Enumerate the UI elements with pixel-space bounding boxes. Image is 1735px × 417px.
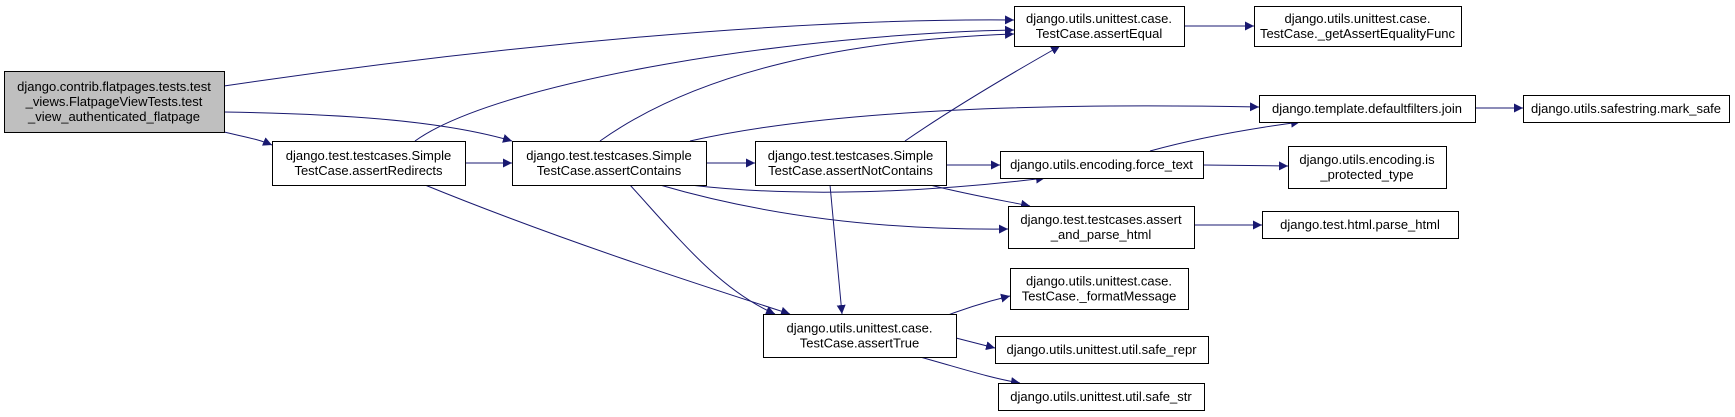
node-box <box>1254 6 1462 47</box>
node-label-line: TestCase.assertTrue <box>800 336 919 351</box>
node-label-line: django.utils.unittest.util.safe_repr <box>1006 342 1197 357</box>
node-parse_html[interactable]: django.test.html.parse_html <box>1262 211 1459 239</box>
node-join[interactable]: django.template.defaultfilters.join <box>1259 95 1476 123</box>
edge-assertContains-to-assertEqual <box>599 29 1015 142</box>
node-assertContains[interactable]: django.test.testcases.SimpleTestCase.ass… <box>512 141 707 186</box>
edge-assertTrue-to-safe_repr <box>955 337 996 351</box>
node-box <box>1000 151 1204 179</box>
edge-assertRedirects-to-assertEqual <box>414 25 1015 142</box>
node-label-line: django.test.testcases.Simple <box>768 148 933 163</box>
edge-assertNotContains-to-assertTrue <box>829 184 846 315</box>
node-label-line: TestCase._formatMessage <box>1022 289 1177 304</box>
edge-force_text-to-join <box>1149 118 1301 152</box>
node-label-line: django.utils.unittest.case. <box>1026 11 1172 26</box>
edge-assertNotContains-to-assert_and_parse_html <box>929 184 1031 209</box>
nodes-layer: django.contrib.flatpages.tests.test_view… <box>4 6 1730 411</box>
node-label-line: django.utils.unittest.case. <box>1026 274 1172 289</box>
edge-assertRedirects-to-assertTrue <box>424 184 791 316</box>
node-label-line: django.utils.unittest.util.safe_str <box>1010 389 1192 404</box>
node-label-line: TestCase.assertEqual <box>1036 26 1163 41</box>
edge-assertContains-to-assert_and_parse_html <box>659 184 1009 234</box>
node-label-line: django.utils.encoding.force_text <box>1010 157 1193 172</box>
node-label-line: django.test.html.parse_html <box>1280 217 1440 232</box>
node-label-line: django.utils.unittest.case. <box>1285 11 1431 26</box>
node-label-line: _view_authenticated_flatpage <box>27 109 200 124</box>
node-mark_safe[interactable]: django.utils.safestring.mark_safe <box>1523 95 1730 123</box>
node-force_text[interactable]: django.utils.encoding.force_text <box>1000 151 1204 179</box>
node-box <box>1014 6 1185 47</box>
node-assertTrue[interactable]: django.utils.unittest.case.TestCase.asse… <box>763 314 957 358</box>
node-label-line: TestCase._getAssertEqualityFunc <box>1260 26 1456 41</box>
node-box <box>763 314 957 358</box>
edge-force_text-to-is_protected_type <box>1202 161 1289 171</box>
node-label-line: django.utils.unittest.case. <box>787 321 933 336</box>
node-label-line: TestCase.assertRedirects <box>294 163 443 178</box>
edge-root-to-assertRedirects <box>223 131 273 146</box>
node-box <box>1010 268 1189 310</box>
node-box <box>1262 211 1459 239</box>
node-formatMessage[interactable]: django.utils.unittest.case.TestCase._for… <box>1010 268 1189 310</box>
node-label-line: django.test.testcases.Simple <box>526 148 691 163</box>
node-box <box>995 336 1209 364</box>
edge-root-to-assertContains <box>223 111 513 143</box>
node-assertRedirects[interactable]: django.test.testcases.SimpleTestCase.ass… <box>272 141 466 186</box>
node-assertEqual[interactable]: django.utils.unittest.case.TestCase.asse… <box>1014 6 1185 47</box>
node-root[interactable]: django.contrib.flatpages.tests.test_view… <box>4 71 225 133</box>
node-box <box>1288 146 1447 189</box>
node-label-line: _views.FlatpageViewTests.test <box>25 94 203 109</box>
node-label-line: django.contrib.flatpages.tests.test <box>17 79 211 94</box>
node-label-line: django.test.testcases.Simple <box>286 148 451 163</box>
node-box <box>1259 95 1476 123</box>
node-label-line: TestCase.assertContains <box>537 163 682 178</box>
node-label-line: TestCase.assertNotContains <box>768 163 933 178</box>
node-safe_repr[interactable]: django.utils.unittest.util.safe_repr <box>995 336 1209 364</box>
node-label-line: django.template.defaultfilters.join <box>1272 101 1462 116</box>
edge-assertContains-to-assertTrue <box>629 184 776 315</box>
node-box <box>755 141 947 186</box>
edge-assertTrue-to-safe_str <box>919 356 1021 386</box>
node-safe_str[interactable]: django.utils.unittest.util.safe_str <box>998 383 1205 411</box>
node-label-line: _protected_type <box>1319 167 1413 182</box>
edges-layer <box>223 15 1523 386</box>
node-assertNotContains[interactable]: django.test.testcases.SimpleTestCase.ass… <box>755 141 947 186</box>
edge-assertNotContains-to-assertEqual <box>904 45 1061 142</box>
node-label-line: django.test.testcases.assert <box>1020 212 1182 227</box>
node-box <box>1008 206 1195 249</box>
node-label-line: django.utils.safestring.mark_safe <box>1531 101 1721 116</box>
node-box <box>4 71 225 133</box>
node-box <box>512 141 707 186</box>
node-box <box>998 383 1205 411</box>
node-box <box>272 141 466 186</box>
node-box <box>1523 95 1730 123</box>
edge-assertContains-to-force_text <box>689 174 1046 193</box>
node-getAssertEqualityFunc[interactable]: django.utils.unittest.case.TestCase._get… <box>1254 6 1462 47</box>
node-is_protected_type[interactable]: django.utils.encoding.is_protected_type <box>1288 146 1447 189</box>
node-label-line: _and_parse_html <box>1050 227 1152 242</box>
node-label-line: django.utils.encoding.is <box>1299 152 1435 167</box>
edge-root-to-assertEqual <box>223 15 1015 87</box>
edge-assertContains-to-join <box>689 102 1260 142</box>
node-assert_and_parse_html[interactable]: django.test.testcases.assert_and_parse_h… <box>1008 206 1195 249</box>
